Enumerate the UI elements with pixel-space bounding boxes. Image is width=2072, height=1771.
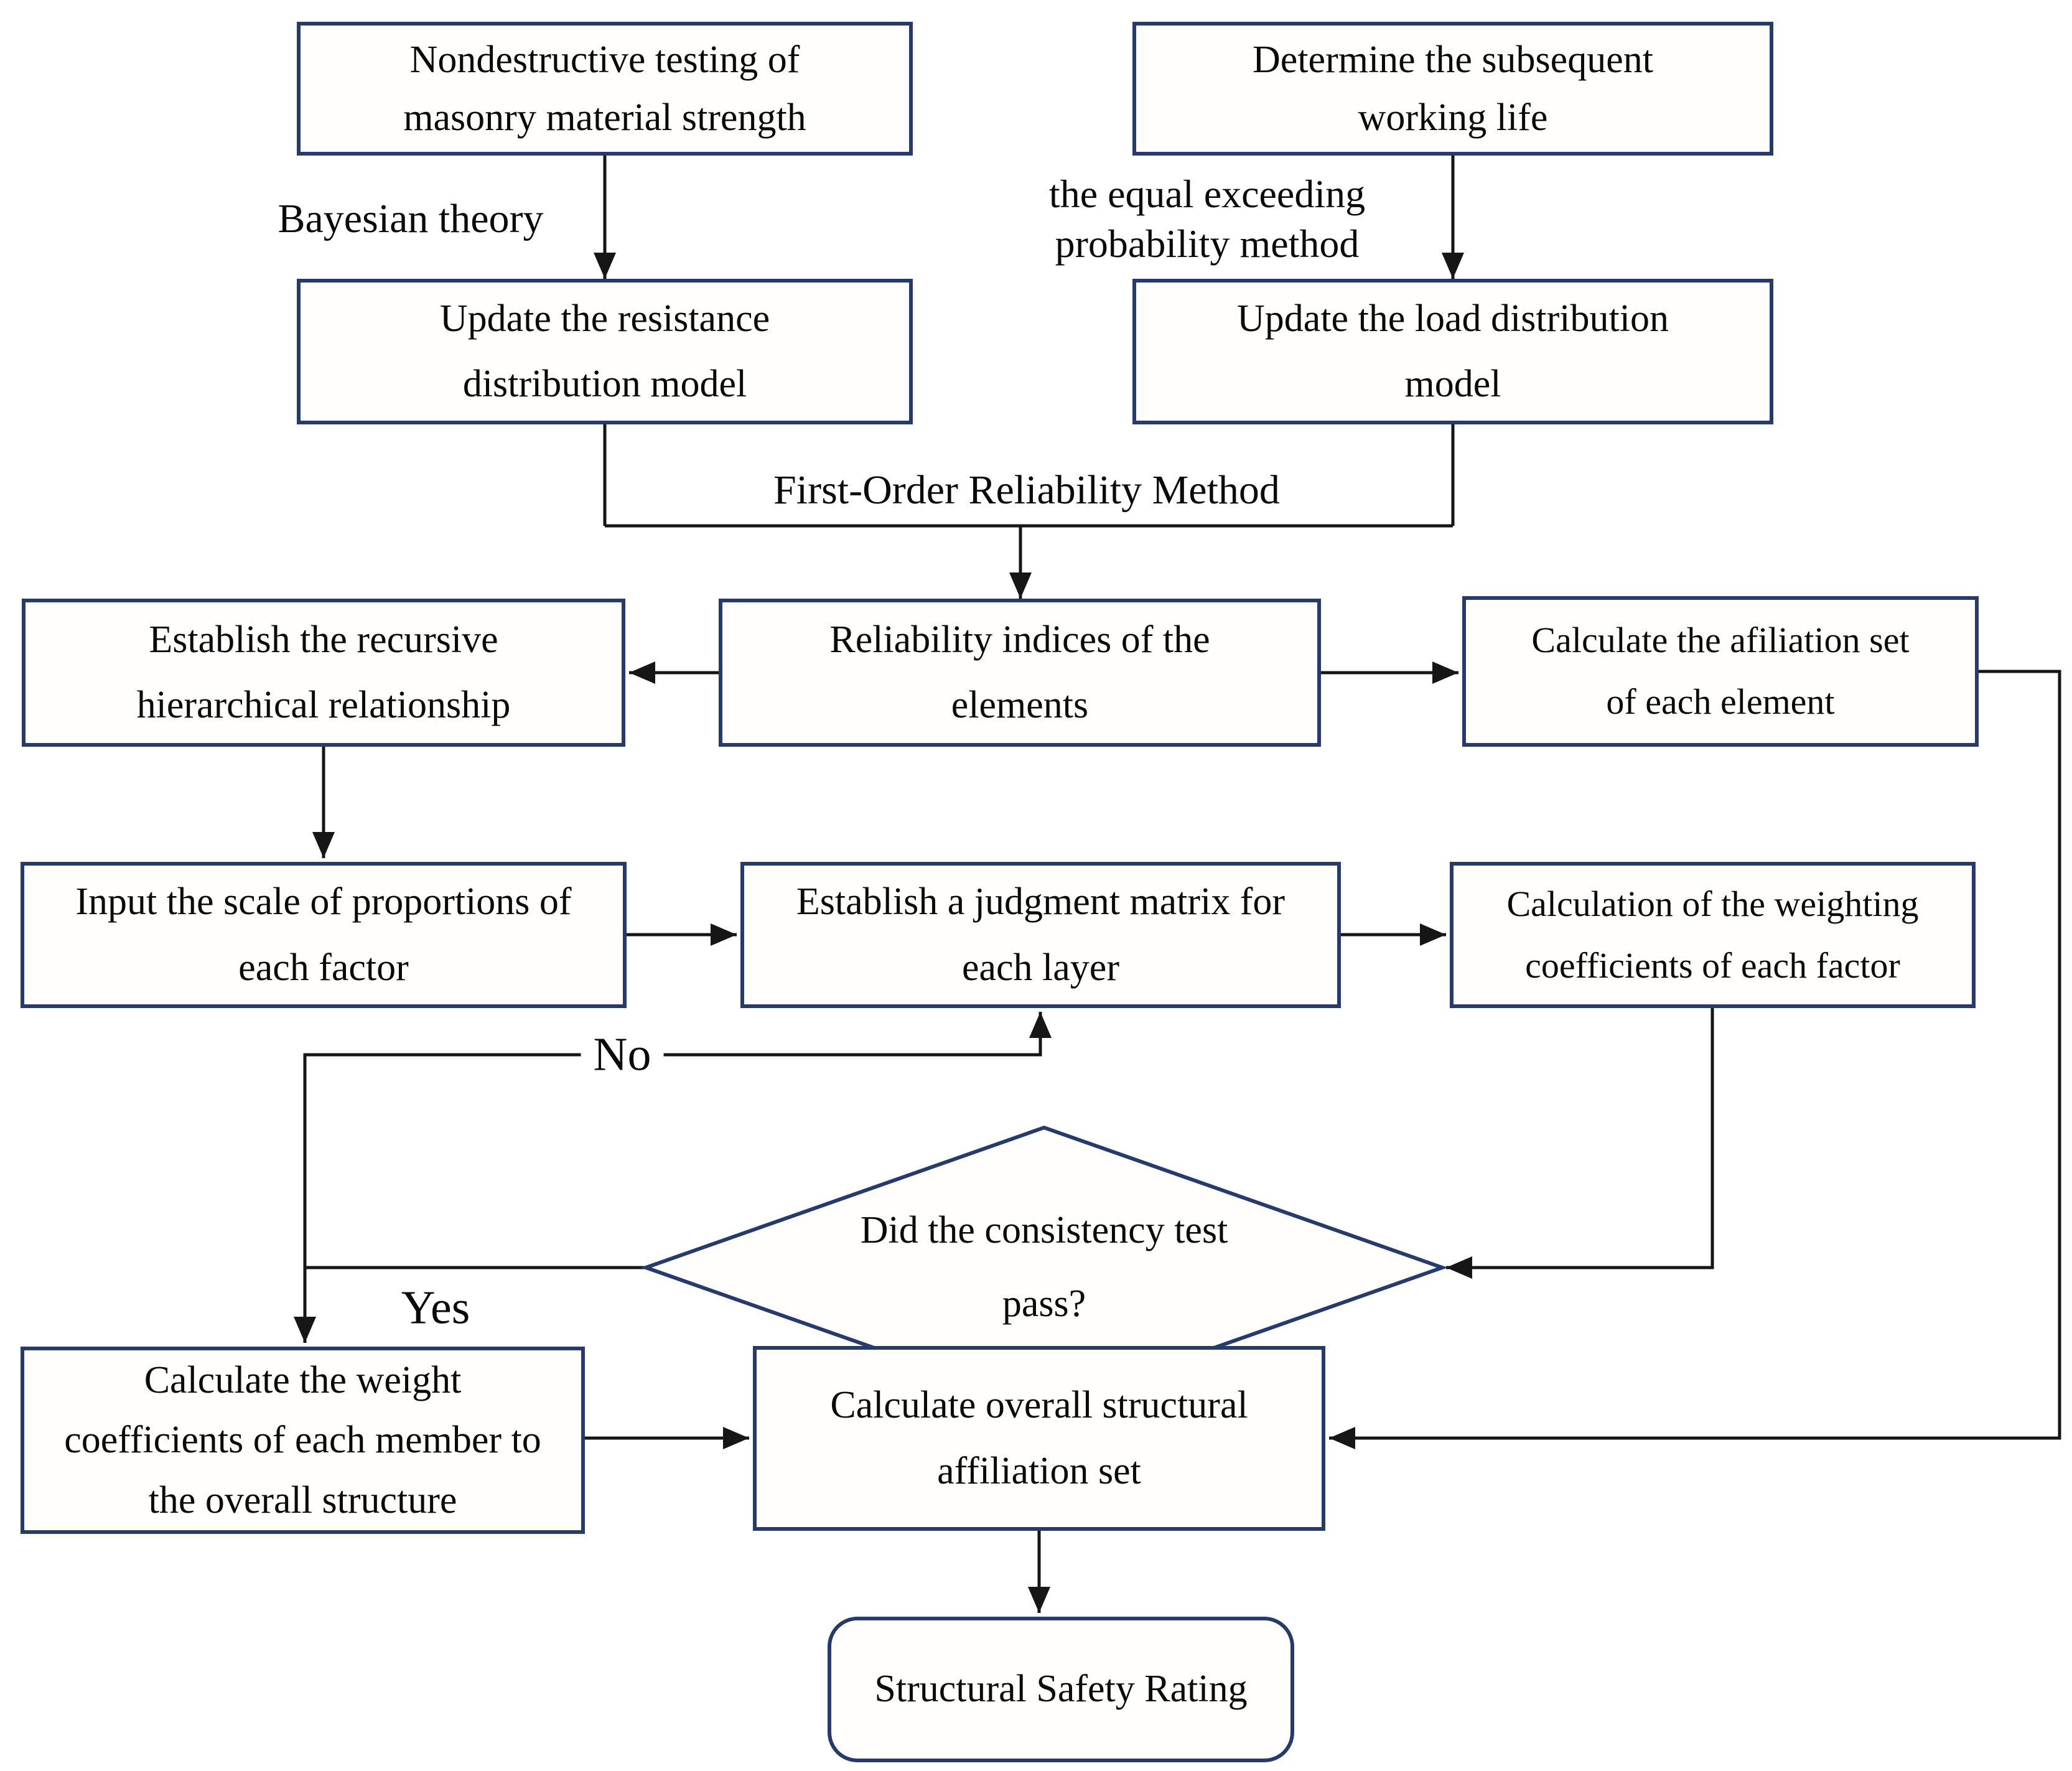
box-member-weight: Calculate the weight coefficients of eac… bbox=[21, 1347, 585, 1534]
label-form-method: First-Order Reliability Method bbox=[773, 467, 1280, 513]
label-bayesian-theory: Bayesian theory bbox=[278, 195, 544, 241]
connector-weighting-to-diamond bbox=[1446, 1008, 1714, 1279]
box-overall-affiliation: Calculate overall structural affiliation… bbox=[753, 1346, 1325, 1531]
label-yes: Yes bbox=[401, 1281, 470, 1334]
box-weighting-coefficients: Calculation of the weighting coefficient… bbox=[1450, 862, 1976, 1008]
box-afiliation-set: Calculate the afiliation set of each ele… bbox=[1462, 596, 1979, 747]
box-nondestructive-testing: Nondestructive testing of masonry materi… bbox=[297, 22, 913, 156]
terminal-safety-rating: Structural Safety Rating bbox=[828, 1617, 1294, 1762]
box-input-scale: Input the scale of proportions of each f… bbox=[21, 862, 627, 1008]
box-update-load: Update the load distribution model bbox=[1132, 279, 1773, 424]
connector-no-return bbox=[303, 1012, 1052, 1268]
box-update-resistance: Update the resistance distribution model bbox=[297, 279, 913, 424]
box-judgment-matrix: Establish a judgment matrix for each lay… bbox=[740, 862, 1341, 1008]
box-recursive-hierarchy: Establish the recursive hierarchical rel… bbox=[22, 599, 625, 747]
box-determine-working-life: Determine the subsequent working life bbox=[1132, 22, 1773, 156]
connector-afiliation-to-overall bbox=[1329, 670, 2061, 1449]
label-no: No bbox=[581, 1025, 664, 1085]
box-reliability-indices: Reliability indices of the elements bbox=[719, 599, 1321, 747]
decision-consistency-text: Did the consistency test pass? bbox=[860, 1209, 1228, 1325]
label-equal-exceeding: the equal exceeding probability method bbox=[1048, 172, 1366, 266]
